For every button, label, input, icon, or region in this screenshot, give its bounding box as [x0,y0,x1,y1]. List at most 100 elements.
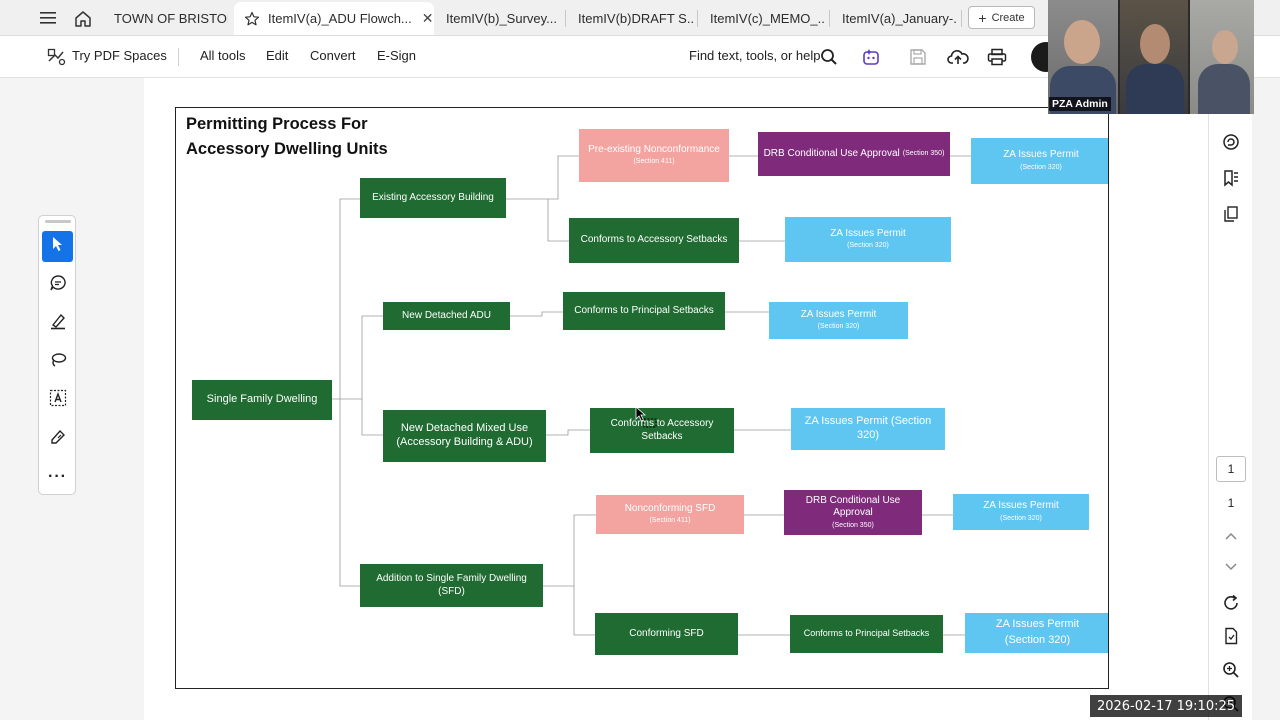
ai-summary-icon[interactable] [1219,130,1243,154]
connector-line [510,311,564,317]
box-sublabel: (Section 320) [817,323,860,331]
tab-draft[interactable]: ItemIV(b)DRAFT S... [568,2,694,35]
box-za-issues-permit: ZA Issues Permit (Section 320) [971,138,1108,184]
connector-line [505,198,570,242]
plus-icon: + [978,9,987,26]
palette-drag-handle[interactable] [45,220,71,223]
tab-january[interactable]: ItemIV(a)_January-... [832,2,958,35]
lasso-icon [49,351,67,374]
connector-line [573,586,596,636]
participant-face [1140,24,1170,64]
draw-tool-button[interactable] [42,347,73,378]
flowchart-title: Permitting Process For Accessory Dwellin… [186,112,388,162]
total-pages: 1 [1227,496,1235,510]
box-sublabel: (Section 411) [633,158,675,166]
more-tools-button[interactable]: ··· [42,461,73,492]
tab-adu-flowchart[interactable]: ItemIV(a)_ADU Flowch... ✕ [234,2,434,35]
tab-label: ItemIV(b)_Survey... [446,11,558,26]
video-call-panel: PZA Admin [1048,0,1254,114]
spaces-icon[interactable] [45,46,67,68]
box-label: Conforms to Accessory Setbacks [610,418,714,442]
all-tools-button[interactable]: All tools [200,48,246,63]
box-conforming-sfd: Conforming SFD [595,613,738,655]
esign-button[interactable]: E-Sign [377,48,417,63]
connector-line [546,429,591,436]
participant-video-tile[interactable] [1120,0,1188,114]
box-single-family-dwelling: Single Family Dwelling [192,380,332,420]
tab-divider [565,10,566,27]
recording-timestamp: 2026-02-17 19:10:25 [1090,695,1242,717]
save-icon[interactable] [907,46,929,68]
toolbar-divider [178,48,179,66]
participant-face [1212,30,1238,64]
participant-body [1198,64,1250,114]
connector-line [332,198,361,400]
search-icon[interactable] [818,46,840,68]
box-addition-single-family-dwelling: Addition to Single Family Dwelling (SFD) [360,564,543,607]
star-icon[interactable] [244,11,260,27]
pages-icon[interactable] [1219,202,1243,226]
box-label: Addition to Single Family Dwelling (SFD) [376,573,527,597]
box-label: ZA Issues Permit [983,500,1059,512]
flowchart-connectors [332,155,972,636]
participant-name-label: PZA Admin [1049,97,1111,111]
box-conforms-accessory-setbacks: Conforms to Accessory Setbacks [590,408,734,453]
flowchart-frame: Permitting Process For Accessory Dwellin… [175,107,1109,689]
participant-face [1064,20,1100,64]
bookmark-icon[interactable] [1219,166,1243,190]
connector-line [361,399,384,436]
hamburger-menu-icon[interactable] [36,6,60,30]
box-label: Conforms to Accessory Setbacks [580,234,728,246]
create-button[interactable]: + Create [968,6,1035,29]
text-box-tool-button[interactable] [42,385,73,416]
box-za-issues-permit: ZA Issues Permit (Section 320) [791,408,945,450]
zoom-in-icon[interactable] [1219,658,1243,682]
box-sublabel: (Section 320) [1000,514,1042,522]
box-sublabel: (Section 350) [832,521,874,529]
participant-video-tile[interactable] [1190,0,1254,114]
chevron-up-icon[interactable] [1219,524,1243,548]
tab-town-of-bristol[interactable]: TOWN OF BRISTOL [104,2,228,35]
box-za-issues-permit: ZA Issues Permit (Section 320) [785,217,951,262]
tab-memo[interactable]: ItemIV(c)_MEMO_... [700,2,826,35]
convert-button[interactable]: Convert [310,48,356,63]
print-icon[interactable] [986,46,1008,68]
edit-button[interactable]: Edit [266,48,289,63]
select-tool-button[interactable] [42,231,73,262]
box-existing-accessory-building: Existing Accessory Building [360,178,506,218]
sign-tool-button[interactable] [42,424,73,455]
tab-label: ItemIV(b)DRAFT S... [578,11,694,26]
comment-tool-button[interactable] [42,270,73,301]
highlight-tool-button[interactable] [42,308,73,339]
chevron-down-icon[interactable] [1219,555,1243,579]
current-page-input[interactable]: 1 [1216,456,1246,482]
try-pdf-spaces-button[interactable]: Try PDF Spaces [72,48,167,63]
refresh-icon[interactable] [1219,591,1243,615]
box-label: Single Family Dwelling [206,393,318,406]
box-label: New Detached ADU [402,309,491,321]
find-text-tools-button[interactable]: Find text, tools, or help [689,48,821,63]
tab-label: ItemIV(c)_MEMO_... [710,11,826,26]
box-sublabel: (Section 411) [649,517,691,525]
box-sublabel: (Section 320) [1004,634,1071,646]
tab-label: ItemIV(a)_January-... [842,11,958,26]
pen-icon [49,312,67,335]
box-sublabel: (Section 320) [847,242,889,250]
home-icon[interactable] [71,6,95,30]
current-page-number: 1 [1227,462,1235,476]
ai-assistant-icon[interactable] [860,46,882,68]
box-label: Conforms to Principal Setbacks [803,628,930,639]
tab-survey[interactable]: ItemIV(b)_Survey... [436,2,562,35]
connector-line [339,399,361,587]
connector-line [340,315,384,400]
document-info-icon[interactable] [1219,624,1243,648]
annotation-tool-palette: ··· [38,215,76,495]
tab-divider [697,10,698,27]
box-label: New Detached Mixed Use (Accessory Buildi… [396,422,533,448]
box-conforms-principal-setbacks: Conforms to Principal Setbacks [563,292,725,330]
close-tab-icon[interactable]: ✕ [421,10,434,26]
cloud-upload-icon[interactable] [947,46,969,68]
scrollbar-track[interactable] [1252,78,1280,720]
participant-video-tile[interactable]: PZA Admin [1048,0,1118,114]
box-drb-conditional-use-approval: DRB Conditional Use Approval (Section 35… [758,132,950,176]
